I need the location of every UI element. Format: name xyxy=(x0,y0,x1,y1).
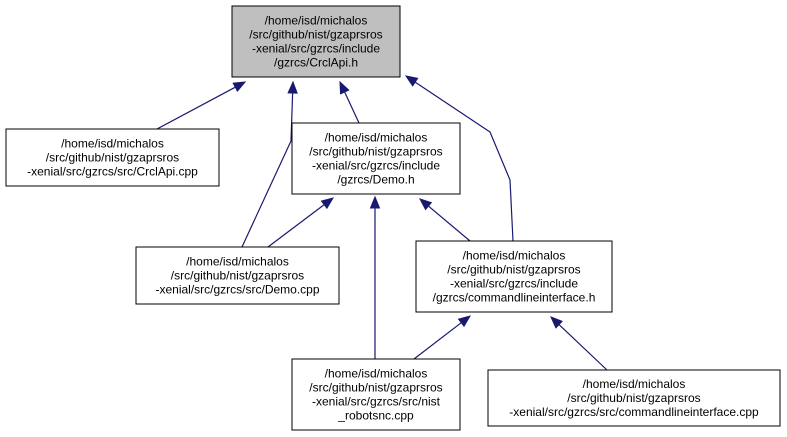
node-label-line: /home/isd/michalos xyxy=(463,249,566,263)
node-label-line: -xenial/src/gzrcs/include xyxy=(252,42,380,56)
node-label-line: /gzrcs/CrclApi.h xyxy=(274,56,358,70)
edge-cli_cpp-to-cli_h xyxy=(550,316,608,371)
edge-demo_h-to-crclapi_h xyxy=(339,80,360,124)
node-demo_h[interactable]: /home/isd/michalos/src/github/nist/gzapr… xyxy=(291,122,461,195)
edge-cli_h-to-crclapi_h xyxy=(404,75,514,242)
edge-robotsnc_cpp-to-demo_h xyxy=(369,195,381,359)
node-crclapi_cpp[interactable]: /home/isd/michalos/src/github/nist/gzapr… xyxy=(5,128,220,187)
node-box xyxy=(487,369,781,427)
node-label-line: /home/isd/michalos xyxy=(583,377,686,391)
edge-arrow-head xyxy=(339,80,350,95)
node-label-line: -xenial/src/gzrcs/include xyxy=(450,277,578,291)
node-box xyxy=(231,5,401,78)
edge-arrow-head xyxy=(287,80,298,94)
edge-arrow-head xyxy=(550,316,563,329)
nodes-layer: /home/isd/michalos/src/github/nist/gzapr… xyxy=(5,5,781,431)
edge-line xyxy=(156,86,236,130)
node-label-line: -xenial/src/gzrcs/src/commandlineinterfa… xyxy=(509,405,759,419)
node-label-line: /src/github/nist/gzaprsros xyxy=(447,263,580,277)
edge-arrow-head xyxy=(404,75,419,87)
edge-cli_h-to-demo_h xyxy=(418,198,471,242)
edges-layer xyxy=(156,75,608,371)
node-label-line: /home/isd/michalos xyxy=(325,131,428,145)
node-label-line: /src/github/nist/gzaprsros xyxy=(249,28,382,42)
node-label-line: -xenial/src/gzrcs/src/CrclApi.cpp xyxy=(27,165,198,179)
edge-arrow-head xyxy=(369,195,381,209)
node-label-line: /src/github/nist/gzaprsros xyxy=(309,145,442,159)
node-demo_cpp[interactable]: /home/isd/michalos/src/github/nist/gzapr… xyxy=(135,246,340,305)
node-box xyxy=(415,240,613,313)
node-label-line: /gzrcs/commandlineinterface.h xyxy=(433,291,596,305)
edge-line xyxy=(414,81,514,242)
edge-line xyxy=(344,91,360,124)
edge-arrow-head xyxy=(232,81,247,93)
node-label-line: /src/github/nist/gzaprsros xyxy=(171,269,304,283)
node-cli_h[interactable]: /home/isd/michalos/src/github/nist/gzapr… xyxy=(415,240,613,313)
edge-line xyxy=(428,205,471,242)
node-box xyxy=(135,246,340,305)
edge-line xyxy=(558,324,608,371)
edge-demo_cpp-to-demo_h xyxy=(267,197,335,248)
node-label-line: _robotsnc.cpp xyxy=(337,409,414,423)
node-label-line: /home/isd/michalos xyxy=(325,367,428,381)
edge-arrow-head xyxy=(418,198,433,211)
node-label-line: -xenial/src/gzrcs/include xyxy=(312,159,440,173)
node-label-line: -xenial/src/gzrcs/src/nist xyxy=(312,395,441,409)
node-label-line: /src/github/nist/gzaprsros xyxy=(567,391,700,405)
edge-arrow-head xyxy=(320,197,335,210)
node-box xyxy=(5,128,220,187)
node-label-line: /src/github/nist/gzaprsros xyxy=(46,151,179,165)
edge-line xyxy=(413,322,462,360)
node-label-line: /gzrcs/Demo.h xyxy=(337,173,414,187)
node-box xyxy=(291,122,461,195)
node-label-line: /home/isd/michalos xyxy=(186,255,289,269)
edge-line xyxy=(267,204,325,248)
edge-line xyxy=(241,92,294,248)
node-label-line: /home/isd/michalos xyxy=(265,14,368,28)
node-label-line: -xenial/src/gzrcs/src/Demo.cpp xyxy=(155,283,319,297)
node-robotsnc_cpp[interactable]: /home/isd/michalos/src/github/nist/gzapr… xyxy=(291,358,461,431)
edge-arrow-head xyxy=(457,315,472,328)
edge-demo_cpp-to-crclapi_h xyxy=(241,80,298,248)
node-box xyxy=(291,358,461,431)
node-cli_cpp[interactable]: /home/isd/michalos/src/github/nist/gzapr… xyxy=(487,369,781,427)
edge-crclapi_cpp-to-crclapi_h xyxy=(156,81,247,130)
edge-robotsnc_cpp-to-cli_h xyxy=(413,315,472,360)
node-crclapi_h[interactable]: /home/isd/michalos/src/github/nist/gzapr… xyxy=(231,5,401,78)
node-label-line: /src/github/nist/gzaprsros xyxy=(309,381,442,395)
node-label-line: /home/isd/michalos xyxy=(61,137,164,151)
